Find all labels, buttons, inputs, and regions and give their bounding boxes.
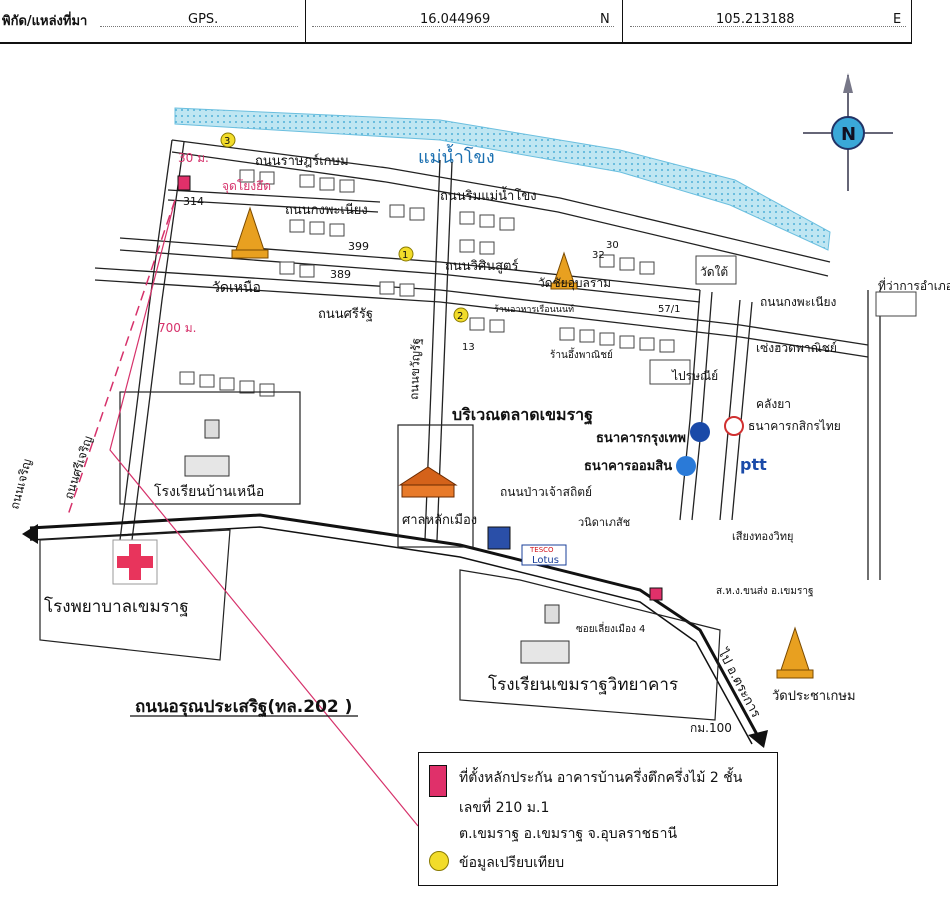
- landmark-label: จุดโยงยึด: [222, 179, 271, 194]
- place-label: เซ่งฮวดพาณิชย์: [756, 341, 837, 355]
- latitude-value: 16.044969: [420, 12, 491, 27]
- place-label: ไปรษณีย์: [671, 369, 718, 383]
- mekong-river: [174, 107, 831, 251]
- place-label: วัดเหนือ: [212, 280, 261, 296]
- lotus-text: Lotus: [532, 555, 559, 566]
- north-arrow-icon: N: [803, 73, 893, 191]
- place-label: ธนาคารกรุงเทพ: [596, 431, 686, 446]
- market-label: บริเวณตลาดเขมราฐ: [452, 405, 593, 425]
- house-number: 57/1: [658, 304, 680, 315]
- longitude-value: 105.213188: [716, 12, 795, 27]
- road-network: [94, 139, 881, 580]
- school-icon: [184, 419, 230, 477]
- place-label: โรงเรียนเขมราฐวิทยาคาร: [488, 674, 678, 695]
- road-label: ถนนขวัญรัฐ: [407, 338, 423, 400]
- subject-marker: [177, 175, 191, 191]
- river-label: แม่น้ำโขง: [418, 144, 495, 168]
- road-label: ถนนศรีรัฐ: [318, 306, 373, 322]
- shop-marker: [649, 587, 663, 601]
- tesco-logo: [521, 544, 567, 566]
- house-number: 389: [330, 268, 351, 281]
- place-label: โรงเรียนบ้านเหนือ: [154, 483, 264, 500]
- place-label: ร้านอาหารเรือนนนท์: [494, 303, 574, 315]
- ptt-label: ptt: [740, 455, 767, 474]
- coord-label: พิกัด/แหล่งที่มา: [2, 14, 88, 29]
- place-label: เสียงทองวิทยุ: [732, 530, 793, 543]
- road-label: ถนนกงพะเนียง: [285, 202, 368, 218]
- house-number: 13: [462, 342, 475, 353]
- coordinate-header: พิกัด/แหล่งที่มา GPS. 16.044969 N 105.21…: [0, 0, 950, 46]
- svg-text:2: 2: [457, 311, 463, 322]
- legend-comparable: ข้อมูลเปรียบเทียบ: [459, 855, 565, 871]
- legend-subject-title: ที่ตั้งหลักประกัน อาคารบ้านครึ่งตึกครึ่ง…: [459, 770, 743, 786]
- road-label: ถนนราษฎร์เกษม: [255, 153, 349, 169]
- road-label: ถนนกงพะเนียง: [760, 295, 836, 309]
- building-blocks: [179, 169, 917, 397]
- legend-subject-address: เลขที่ 210 ม.1: [459, 800, 550, 816]
- comparable-marker-2: 2: [453, 307, 469, 323]
- latitude-dir: N: [600, 12, 610, 27]
- road-label: ถนนศรีเจริญ: [62, 434, 96, 501]
- map-legend: ที่ตั้งหลักประกัน อาคารบ้านครึ่งตึกครึ่ง…: [418, 752, 778, 886]
- comparable-marker-3: 3: [220, 132, 236, 148]
- place-label: ธนาคารออมสิน: [584, 459, 672, 474]
- place-label: ศาลหลักเมือง: [402, 512, 477, 528]
- shrine-icon: [398, 466, 458, 498]
- highway-label: ถนนอรุณประเสริฐ(ทล.202 ): [135, 697, 352, 718]
- distance-label: 30 ม.: [178, 151, 209, 165]
- school-icon: [520, 604, 570, 664]
- hospital-cross-icon: [112, 539, 158, 585]
- road-label: ถนนป่าวเจ้าสถิตย์: [500, 485, 592, 499]
- legend-subject-location: ต.เขมราฐ อ.เขมราฐ จ.อุบลราชธานี: [459, 826, 678, 842]
- place-label: ร้านอึ้งพาณิชย์: [550, 347, 613, 361]
- place-label: ส.ห.ง.ขนส่ง อ.เขมราฐ: [716, 586, 814, 597]
- tesco-text: TESCO: [529, 546, 554, 554]
- distance-label: 700 ม.: [158, 321, 196, 335]
- svg-text:3: 3: [224, 136, 230, 147]
- north-letter: N: [841, 124, 856, 145]
- temple-icon: [550, 251, 578, 290]
- temple-icon: [776, 626, 814, 679]
- place-label: ซอยเลี่ยงเมือง 4: [576, 621, 645, 635]
- place-label: ธนาคารกสิกรไทย: [748, 419, 841, 433]
- gsb-logo-icon: [676, 456, 696, 476]
- house-number: 314: [183, 195, 204, 208]
- place-label: วัดชัยอุบลราม: [538, 276, 611, 291]
- place-label: วัดประชาเกษม: [772, 689, 856, 704]
- place-label: วัดใต้: [700, 265, 728, 279]
- place-label: วนิดาเภสัช: [578, 516, 630, 529]
- place-label: กม.100: [690, 721, 732, 735]
- longitude-dir: E: [893, 12, 902, 27]
- house-number: 30: [606, 240, 619, 251]
- coord-source: GPS.: [188, 12, 219, 27]
- house-number: 399: [348, 240, 369, 253]
- svg-text:1: 1: [402, 250, 408, 261]
- bbl-logo-icon: [690, 422, 710, 442]
- comparable-legend-swatch: [429, 851, 449, 871]
- highway-202: [22, 513, 768, 748]
- place-label: ที่ว่าการอำเภอ: [878, 277, 950, 293]
- place-label: คลังยา: [756, 397, 791, 411]
- place-label: โรงพยาบาลเขมราฐ: [44, 596, 189, 617]
- subject-legend-swatch: [429, 765, 447, 797]
- road-label: ถนนวิศินสูตร์: [445, 258, 518, 274]
- comparable-marker-1: 1: [398, 246, 414, 262]
- kbank-logo-icon: [724, 416, 744, 436]
- house-number: 32: [592, 250, 605, 261]
- temple-icon: [231, 206, 269, 259]
- route-line: [109, 199, 419, 827]
- bank-logo-icon: [487, 526, 511, 550]
- road-label: ถนนริมแม่น้ำโขง: [440, 186, 537, 204]
- road-label: ถนนเจริญ: [7, 457, 34, 510]
- road-label: ไป อ.ตระการ: [714, 645, 764, 720]
